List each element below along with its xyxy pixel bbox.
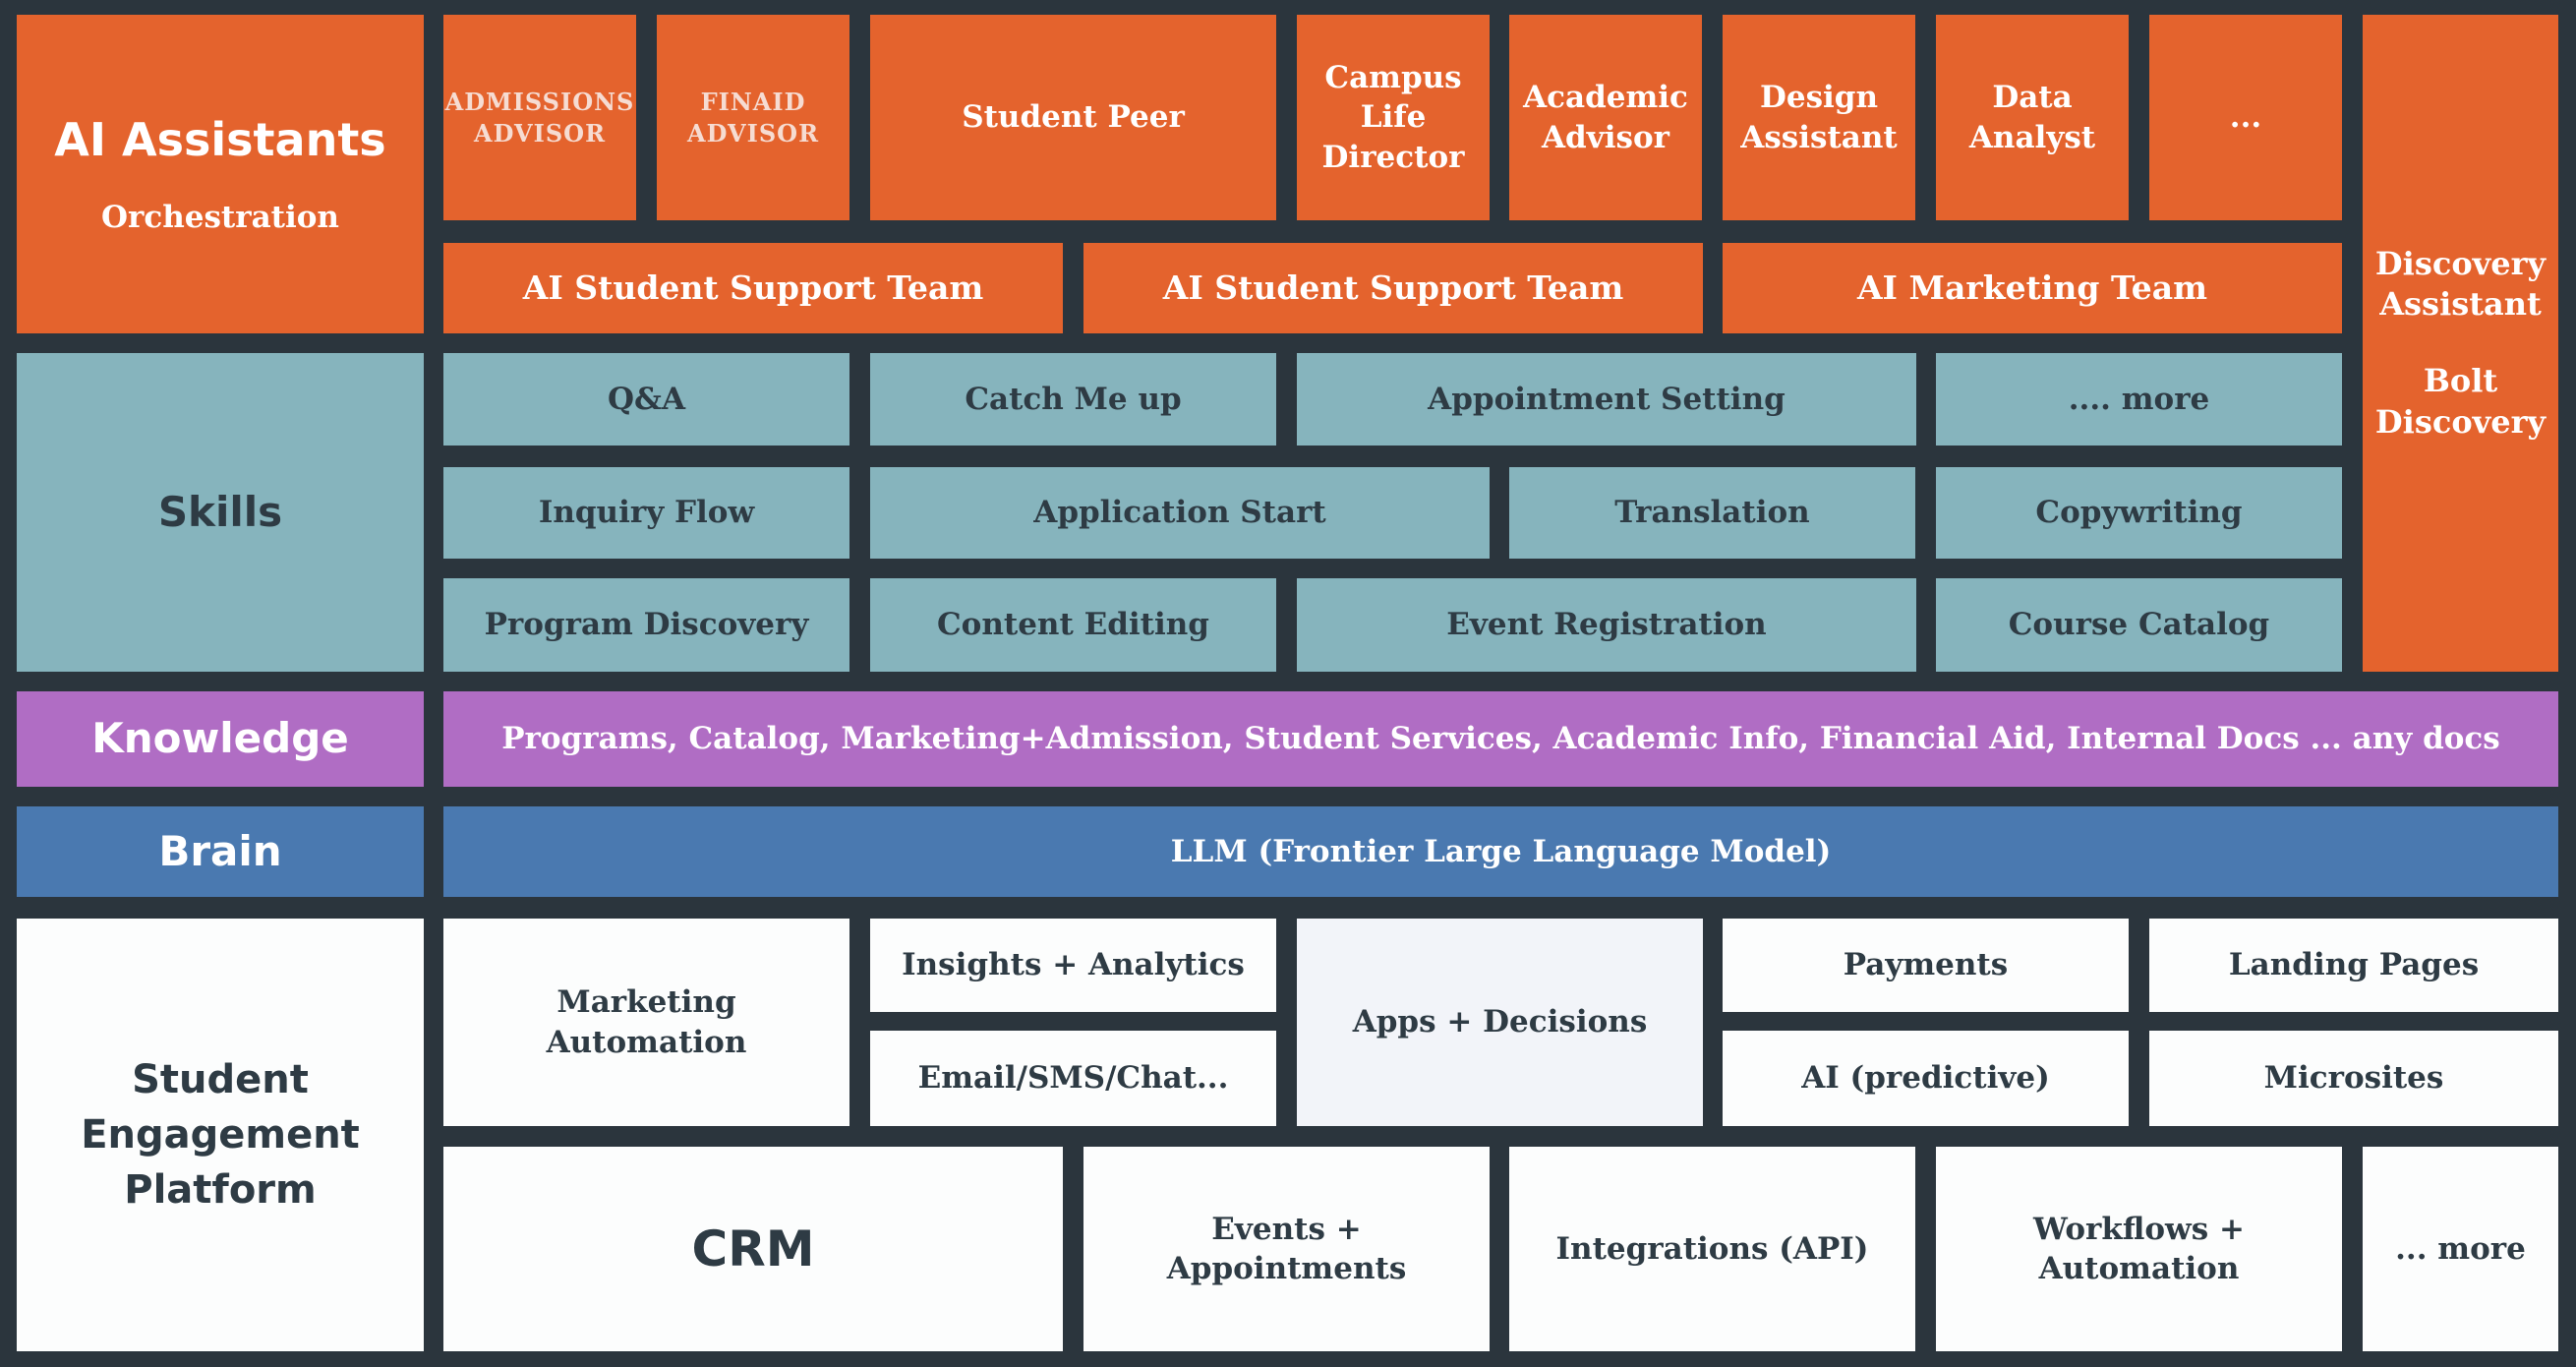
platform-item-label: Payments	[1843, 947, 2009, 983]
layer-platform-label-box: Student Engagement Platform	[17, 919, 424, 1351]
platform-item-label: Insights + Analytics	[902, 947, 1245, 983]
platform-integrations-api: Integrations (API)	[1509, 1147, 1915, 1351]
team-label: AI Student Support Team	[522, 267, 984, 307]
platform-item-label: Workflows + Automation	[2033, 1211, 2245, 1286]
assistant-more-ellipsis: ...	[2149, 15, 2342, 220]
skill-inquiry-flow: Inquiry Flow	[443, 467, 849, 559]
skill-label: Translation	[1614, 495, 1810, 531]
assistant-campus-life-director: Campus Life Director	[1297, 15, 1490, 220]
skill-label: Application Start	[1033, 495, 1326, 531]
platform-workflows-automation: Workflows + Automation	[1936, 1147, 2342, 1351]
assistant-finaid-advisor: FINAID ADVISOR	[657, 15, 849, 220]
skill-more: .... more	[1936, 353, 2342, 446]
platform-email-sms-chat: Email/SMS/Chat...	[870, 1031, 1276, 1126]
knowledge-title: Knowledge	[91, 714, 349, 763]
platform-ai-predictive: AI (predictive)	[1723, 1031, 2129, 1126]
platform-item-label: ... more	[2395, 1230, 2526, 1267]
skill-label: Content Editing	[937, 607, 1209, 643]
platform-marketing-automation: Marketing Automation	[443, 919, 849, 1126]
platform-events-appointments: Events + Appointments	[1083, 1147, 1490, 1351]
skill-label: Q&A	[607, 381, 686, 417]
platform-item-label: Email/SMS/Chat...	[917, 1060, 1229, 1097]
skill-catch-me-up: Catch Me up	[870, 353, 1276, 446]
layer-ai-assistants-label-box: AI Assistants Orchestration	[17, 15, 424, 333]
assistant-label: Academic Advisor	[1523, 80, 1688, 155]
ai-assistants-title: AI Assistants	[54, 112, 386, 166]
platform-item-label: CRM	[691, 1219, 815, 1278]
team-ai-marketing: AI Marketing Team	[1723, 243, 2342, 333]
platform-item-label: Microsites	[2263, 1060, 2444, 1097]
skill-label: Course Catalog	[2008, 607, 2270, 643]
skill-event-registration: Event Registration	[1297, 578, 1916, 672]
discovery-assistant-label: Discovery Assistant	[2374, 244, 2547, 324]
team-ai-student-support-1: AI Student Support Team	[443, 243, 1063, 333]
assistant-label: Student Peer	[962, 99, 1185, 136]
skill-label: Inquiry Flow	[538, 495, 755, 531]
skill-label: Event Registration	[1446, 607, 1767, 643]
skill-label: .... more	[2068, 381, 2210, 417]
team-label: AI Student Support Team	[1162, 267, 1624, 307]
assistant-student-peer: Student Peer	[870, 15, 1276, 220]
brain-content: LLM (Frontier Large Language Model)	[1170, 833, 1832, 869]
assistant-label: Design Assistant	[1740, 80, 1898, 155]
skills-title: Skills	[157, 487, 283, 536]
skill-course-catalog: Course Catalog	[1936, 578, 2342, 672]
platform-title: Student Engagement Platform	[81, 1057, 360, 1213]
skill-appointment-setting: Appointment Setting	[1297, 353, 1916, 446]
assistant-label: ADMISSIONS ADVISOR	[444, 88, 635, 148]
platform-landing-pages: Landing Pages	[2149, 919, 2558, 1012]
platform-item-label: Landing Pages	[2228, 947, 2480, 983]
orchestration-subtitle: Orchestration	[101, 199, 339, 235]
assistant-academic-advisor: Academic Advisor	[1509, 15, 1702, 220]
platform-item-label: Marketing Automation	[546, 984, 747, 1060]
platform-microsites: Microsites	[2149, 1031, 2558, 1126]
brain-title: Brain	[158, 826, 282, 875]
layer-knowledge-label-box: Knowledge	[17, 691, 424, 787]
skill-application-start: Application Start	[870, 467, 1490, 559]
team-label: AI Marketing Team	[1856, 267, 2208, 307]
layer-skills-label-box: Skills	[17, 353, 424, 672]
platform-more: ... more	[2363, 1147, 2558, 1351]
platform-crm: CRM	[443, 1147, 1063, 1351]
skill-translation: Translation	[1509, 467, 1915, 559]
skill-qa: Q&A	[443, 353, 849, 446]
bolt-discovery-label: Bolt Discovery	[2374, 362, 2547, 441]
skill-content-editing: Content Editing	[870, 578, 1276, 672]
knowledge-content-box: Programs, Catalog, Marketing+Admission, …	[443, 691, 2558, 787]
skill-label: Program Discovery	[484, 607, 809, 643]
skill-label: Appointment Setting	[1428, 381, 1786, 417]
assistant-admissions-advisor: ADMISSIONS ADVISOR	[443, 15, 636, 220]
skill-label: Catch Me up	[965, 381, 1182, 417]
platform-item-label: Apps + Decisions	[1352, 1004, 1648, 1040]
knowledge-content: Programs, Catalog, Marketing+Admission, …	[501, 721, 2500, 757]
platform-payments: Payments	[1723, 919, 2129, 1012]
skill-label: Copywriting	[2035, 495, 2243, 531]
platform-item-label: AI (predictive)	[1801, 1060, 2050, 1097]
platform-insights-analytics: Insights + Analytics	[870, 919, 1276, 1012]
layer-brain-label-box: Brain	[17, 806, 424, 897]
skill-copywriting: Copywriting	[1936, 467, 2342, 559]
platform-item-label: Events + Appointments	[1166, 1211, 1407, 1286]
skill-program-discovery: Program Discovery	[443, 578, 849, 672]
assistant-label: ...	[2229, 99, 2262, 136]
team-ai-student-support-2: AI Student Support Team	[1083, 243, 1703, 333]
assistant-data-analyst: Data Analyst	[1936, 15, 2129, 220]
platform-item-label: Integrations (API)	[1555, 1230, 1869, 1267]
platform-apps-decisions: Apps + Decisions	[1297, 919, 1703, 1126]
assistant-label: Campus Life Director	[1321, 60, 1465, 175]
discovery-assistant-box: Discovery Assistant Bolt Discovery	[2363, 15, 2558, 672]
brain-content-box: LLM (Frontier Large Language Model)	[443, 806, 2558, 897]
assistant-label: Data Analyst	[1968, 80, 2096, 155]
assistant-design-assistant: Design Assistant	[1723, 15, 1915, 220]
assistant-label: FINAID ADVISOR	[686, 88, 820, 148]
